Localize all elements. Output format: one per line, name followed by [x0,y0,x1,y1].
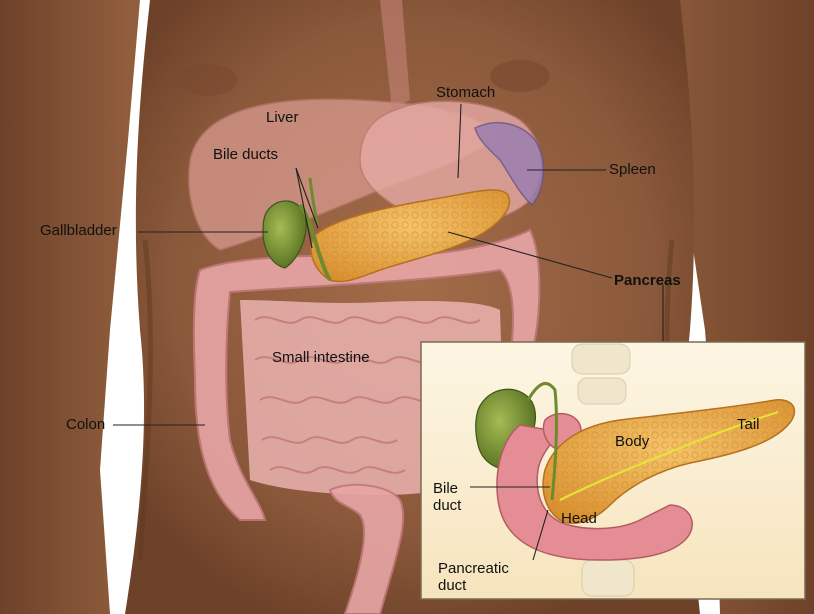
bile-ducts-shape [298,203,332,282]
colon-label: Colon [66,416,106,433]
inset-tail-label: Tail [737,416,760,433]
inset-bile-duct-shape [526,382,558,501]
pancreas-label: Pancreas [614,272,681,289]
stomach-label: Stomach [436,84,496,101]
gallbladder-shape [262,200,307,269]
inset-bile-duct-label: Bile duct [433,480,462,514]
colon-shape [192,228,541,521]
spleen-label: Spleen [609,161,656,178]
inset-pancreatic-duct-label: Pancreatic duct [438,560,509,594]
right-nipple [490,60,550,92]
inset-pointer-lines [470,486,550,561]
small-intestine-label: Small intestine [272,349,370,366]
esophagus-shape [380,0,410,110]
inset-body-label: Body [615,433,650,450]
liver-label: Liver [266,109,299,126]
pointer-lines [113,103,664,426]
left-nipple [177,64,237,96]
inset-spine [571,343,635,597]
spleen-shape [474,121,545,207]
bile-ducts-label: Bile ducts [213,146,279,163]
inset-duodenum-shape [496,424,693,561]
inset-pancreatic-duct-shape [559,410,779,501]
inset-head-label: Head [561,510,597,527]
gallbladder-label: Gallbladder [40,222,117,239]
left-arm [0,0,140,614]
